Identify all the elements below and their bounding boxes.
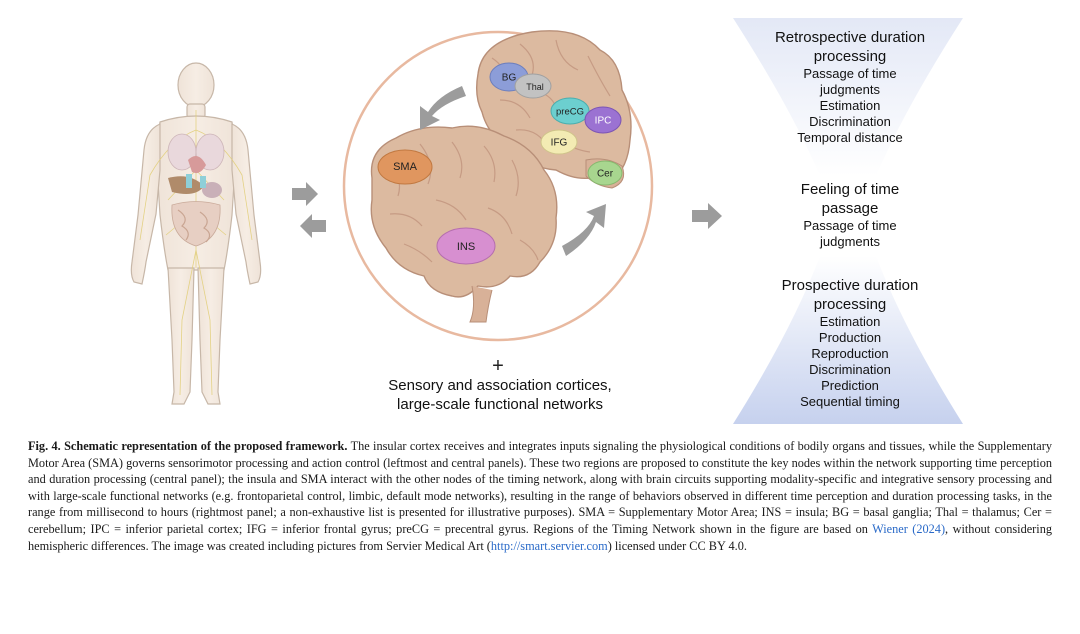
feeling-item: Passage of time xyxy=(803,218,897,233)
figure-graphic xyxy=(130,18,963,424)
caption-text-1: The insular cortex receives and integrat… xyxy=(28,439,1053,536)
retrospective-item: Estimation xyxy=(819,98,881,113)
curved-arrow-bottom xyxy=(562,204,606,256)
retrospective-item: Discrimination xyxy=(809,114,891,129)
sensory-line-1: Sensory and association cortices, xyxy=(388,377,612,394)
bidirectional-arrows xyxy=(292,182,326,238)
sensory-line-2: large-scale functional networks xyxy=(397,396,603,413)
hourglass-shape xyxy=(733,18,963,424)
feeling-item: judgments xyxy=(820,234,880,249)
ipc-region xyxy=(584,106,622,134)
feeling-heading-2: passage xyxy=(821,200,879,217)
prospective-item: Prediction xyxy=(821,378,879,393)
prospective-item: Reproduction xyxy=(811,346,889,361)
prospective-item: Production xyxy=(818,330,882,345)
retrospective-item: Passage of time xyxy=(803,66,897,81)
cer-region xyxy=(587,160,623,186)
figure-4: BG Thal preCG IPC IFG Cer SMA INS + Sens… xyxy=(130,18,965,424)
human-body-illustration xyxy=(130,62,262,405)
curved-arrow-top xyxy=(420,86,466,130)
prospective-heading-1: Prospective duration xyxy=(781,277,919,294)
sma-region xyxy=(377,149,433,185)
prospective-item: Sequential timing xyxy=(800,394,900,409)
retrospective-item: Temporal distance xyxy=(797,130,903,145)
figure-caption: Fig. 4. Schematic representation of the … xyxy=(28,438,1052,554)
retrospective-section: Retrospective duration processing Passag… xyxy=(735,28,965,146)
retrospective-heading-1: Retrospective duration xyxy=(774,29,926,46)
precg-region xyxy=(550,97,590,125)
caption-text-2: , without considering hemispheric differ… xyxy=(28,521,1052,553)
prospective-heading-2: processing xyxy=(813,296,887,313)
plus-sign: + xyxy=(492,355,504,377)
retrospective-item: judgments xyxy=(820,82,880,97)
ins-region xyxy=(436,227,496,265)
prospective-section: Prospective duration processing Estimati… xyxy=(735,276,965,410)
feeling-section: Feeling of time passage Passage of time … xyxy=(735,180,965,250)
feeling-heading-1: Feeling of time xyxy=(800,181,900,198)
servier-link[interactable]: http://smart.servier.com xyxy=(490,538,608,553)
sensory-networks-text: Sensory and association cortices, large-… xyxy=(380,376,620,414)
right-arrow xyxy=(692,203,722,229)
prospective-item: Discrimination xyxy=(809,362,891,377)
figure-title: Schematic representation of the proposed… xyxy=(64,439,348,453)
wiener-citation-link[interactable]: Wiener (2024) xyxy=(872,521,946,536)
thal-region xyxy=(514,73,552,99)
ifg-region xyxy=(540,129,578,155)
caption-text-3: ) licensed under CC BY 4.0. xyxy=(607,538,747,553)
figure-label: Fig. 4. xyxy=(28,439,61,453)
retrospective-heading-2: processing xyxy=(813,48,887,65)
prospective-item: Estimation xyxy=(819,314,881,329)
